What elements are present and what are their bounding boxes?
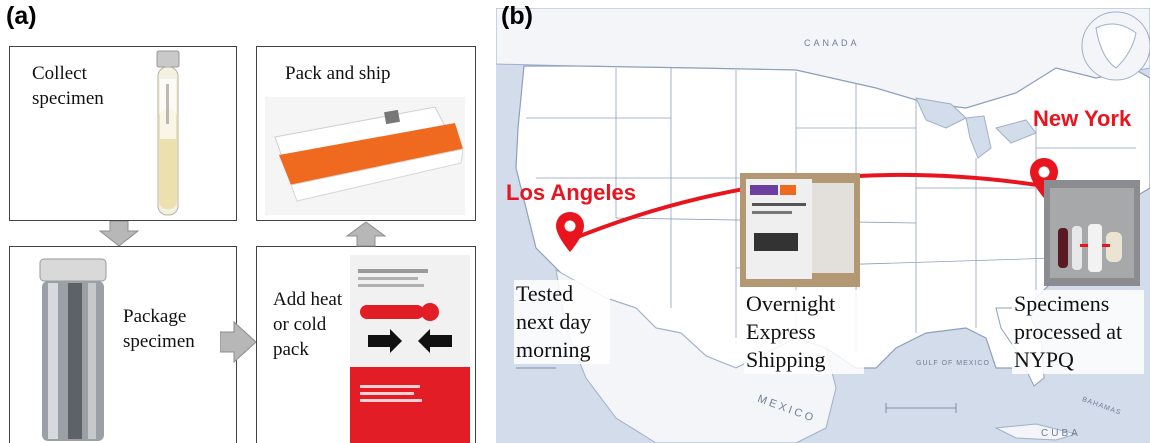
right-arrow: [220, 320, 257, 364]
new-york-label: New York: [1033, 106, 1132, 131]
up-arrow: [345, 221, 387, 247]
specimen-tube-photo: [148, 49, 188, 219]
los-angeles-pin-icon: [556, 212, 584, 252]
processed-caption: Specimens processed at NYPQ: [1012, 290, 1144, 374]
us-map: CANADA MEXICO CUBA GULF OF MEXICO BAHAMA…: [495, 7, 1150, 443]
cuba-label: CUBA: [1041, 428, 1081, 439]
canada-label: CANADA: [804, 38, 860, 48]
overnight-package-photo: [740, 173, 860, 287]
panel-a-label: (a): [6, 2, 37, 30]
package-specimen-box: Package specimen: [9, 246, 237, 443]
pack-and-ship-box: Pack and ship: [256, 46, 476, 221]
tested-caption: Tested next day morning: [514, 280, 610, 364]
collect-specimen-box: Collect specimen: [9, 46, 237, 221]
specimens-photo: [1044, 180, 1140, 286]
los-angeles-label: Los Angeles: [506, 180, 636, 205]
add-pack-label: Add heat or cold pack: [273, 289, 343, 360]
shipping-caption: Overnight Express Shipping: [744, 290, 864, 374]
package-specimen-label: Package specimen: [123, 306, 195, 352]
collect-specimen-label: Collect specimen: [32, 63, 104, 109]
pack-and-ship-label: Pack and ship: [285, 63, 391, 84]
add-pack-box: Add heat or cold pack: [256, 246, 476, 443]
metal-canister-photo: [34, 255, 112, 443]
shipping-pouch-photo: [265, 97, 465, 215]
panel-b-label: (b): [501, 2, 533, 30]
heat-pack-photo: [350, 255, 470, 443]
gulf-label: GULF OF MEXICO: [916, 360, 990, 367]
down-arrow: [98, 221, 140, 247]
